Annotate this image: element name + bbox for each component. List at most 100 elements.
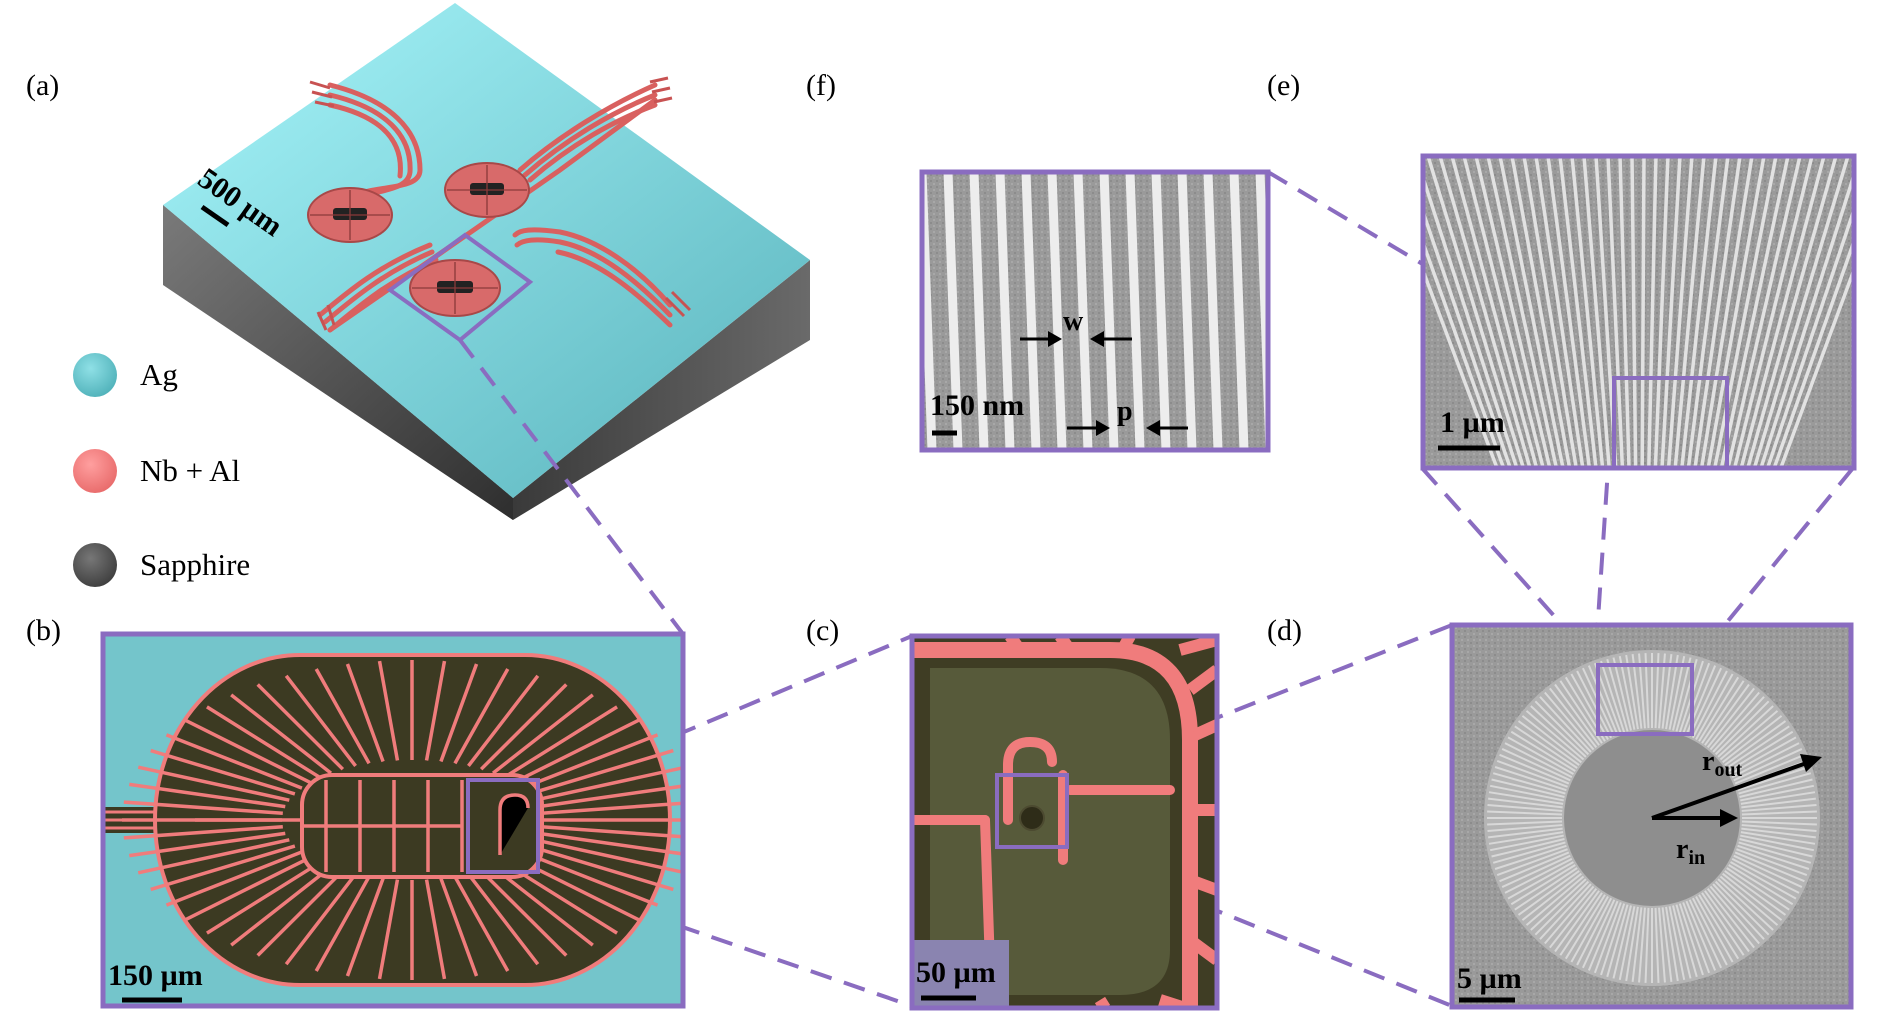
texture-line — [1554, 683, 1600, 746]
texture-line — [137, 765, 290, 802]
panel-c-letter: (c) — [806, 614, 839, 647]
texture-line — [377, 879, 400, 980]
texture-line — [1739, 778, 1813, 798]
texture-line — [1695, 673, 1734, 740]
texture-line — [1125, 172, 1145, 450]
texture-line — [284, 872, 357, 966]
texture-line — [1587, 665, 1619, 736]
panel-e-scale-text: 1 µm — [1440, 406, 1505, 439]
panel-d-image: rout rin 5 µm — [1449, 622, 1854, 1010]
legend: Ag Nb + Al Sapphire — [73, 353, 250, 587]
texture-line — [1488, 791, 1564, 805]
texture-line — [1772, 235, 1854, 468]
texture-line — [1488, 827, 1563, 839]
panel-b-image: 150 µm — [100, 631, 686, 1009]
panel-b-scale-text: 150 µm — [108, 959, 203, 992]
texture-line — [1714, 880, 1770, 936]
texture-line — [1073, 172, 1093, 450]
texture-line — [1737, 766, 1810, 792]
texture-line — [528, 748, 674, 796]
texture-line — [1559, 892, 1603, 956]
texture-line — [1559, 680, 1603, 744]
sapphire-side-right — [513, 260, 810, 520]
texture-line — [1423, 237, 1506, 468]
texture-line — [1682, 662, 1711, 734]
texture-line — [1722, 872, 1783, 921]
texture-line — [1486, 156, 1559, 468]
texture-line — [512, 718, 640, 785]
texture-line — [1644, 907, 1650, 983]
panel-e-letter: (e) — [1267, 69, 1300, 102]
texture-line — [467, 872, 540, 966]
texture-line — [1544, 885, 1595, 945]
legend-swatch-nbal — [73, 449, 117, 493]
texture-line — [1732, 156, 1814, 468]
panel-c-image: 50 µm — [909, 633, 1220, 1011]
texture-line — [1726, 867, 1790, 911]
texture-line — [1510, 864, 1576, 906]
panel-a-scale-bar — [200, 204, 230, 228]
texture-line — [541, 824, 683, 839]
texture-line — [1423, 265, 1499, 468]
texture-line — [1501, 748, 1571, 782]
texture-line — [1706, 888, 1755, 949]
texture-line — [1534, 700, 1590, 756]
texture-line — [1625, 906, 1639, 982]
texture-line — [1229, 172, 1249, 450]
texture-line — [1733, 854, 1803, 888]
texture-line — [479, 869, 568, 957]
panel-f-w-label: w — [1063, 306, 1084, 337]
texture-line — [1618, 156, 1631, 468]
texture-line — [1658, 907, 1666, 983]
texture-line — [1534, 156, 1585, 468]
texture-line — [1698, 894, 1740, 960]
texture-line — [1712, 883, 1765, 940]
texture-line — [1722, 715, 1783, 764]
texture-line — [1706, 687, 1755, 748]
texture-line — [1701, 680, 1745, 744]
texture-line — [1717, 878, 1774, 931]
texture-line — [1570, 896, 1609, 963]
texture-line — [1672, 905, 1692, 979]
texture-line — [453, 875, 510, 972]
texture-line — [1685, 900, 1717, 971]
texture-line — [1704, 890, 1750, 953]
texture-line — [521, 850, 659, 907]
texture-line — [1688, 899, 1722, 969]
texture-line — [528, 844, 674, 892]
texture-line — [1501, 854, 1571, 888]
texture-line — [1741, 804, 1817, 812]
texture-line — [1423, 171, 1519, 468]
texture-line — [284, 674, 357, 768]
texture-line — [1177, 172, 1197, 450]
texture-line — [1426, 156, 1526, 468]
texture-line — [1666, 156, 1694, 468]
texture-line — [1719, 156, 1790, 468]
texture-line — [1741, 810, 1817, 816]
texture-line — [1668, 906, 1686, 981]
texture-line — [1496, 848, 1568, 877]
texture-line — [1564, 894, 1606, 960]
texture-line — [1719, 875, 1779, 926]
texture-line — [1654, 907, 1660, 983]
texture-line — [439, 663, 479, 763]
texture-line — [1534, 880, 1590, 936]
texture-line — [1544, 691, 1595, 751]
texture-line — [1494, 766, 1567, 792]
texture-line — [1618, 655, 1636, 730]
texture-line — [1686, 156, 1730, 468]
texture-line — [1640, 156, 1646, 468]
texture-line — [1709, 885, 1760, 945]
texture-line — [969, 172, 989, 450]
texture-line — [1099, 172, 1119, 450]
texture-line — [1522, 156, 1578, 468]
texture-line — [541, 801, 683, 816]
texture-line — [256, 869, 345, 957]
texture-line — [1539, 883, 1592, 940]
texture-line — [1734, 753, 1805, 785]
texture-line — [1728, 864, 1794, 906]
texture-line — [1203, 172, 1223, 450]
texture-line — [1521, 872, 1582, 921]
texture-line — [1701, 892, 1745, 956]
texture-line — [1612, 657, 1632, 731]
